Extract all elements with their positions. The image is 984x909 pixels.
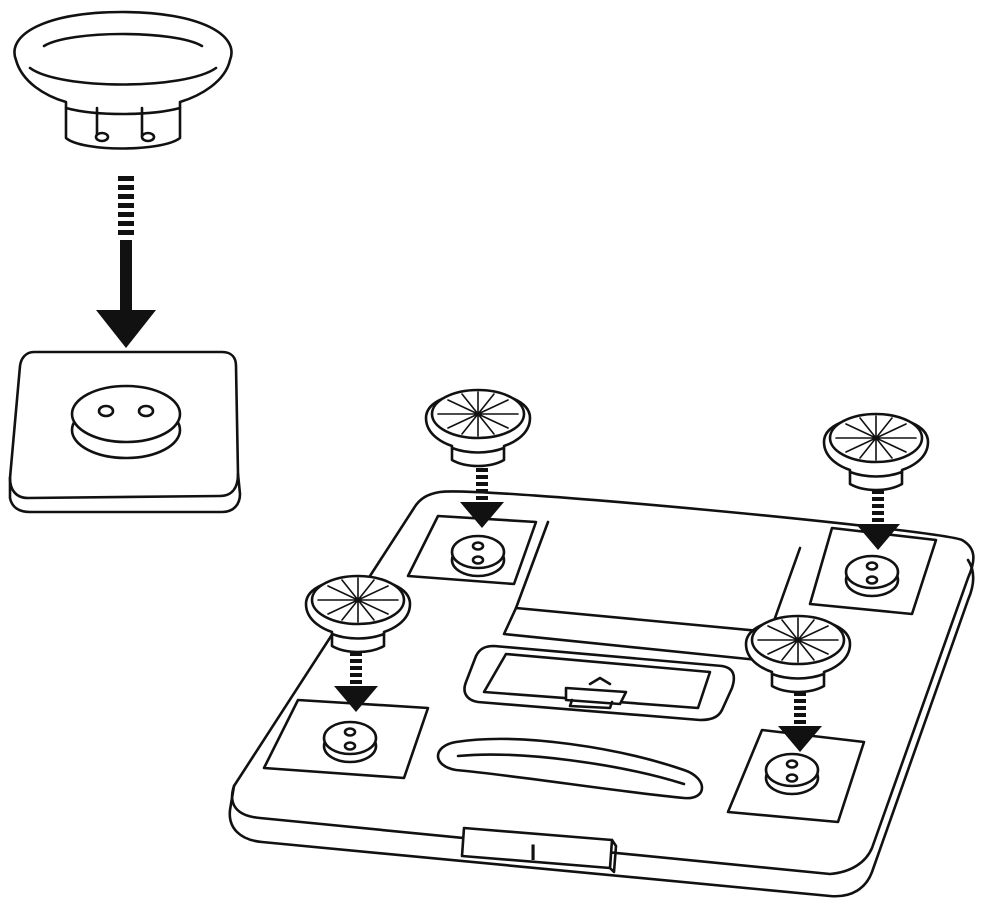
power-switch-label: I	[530, 840, 536, 865]
small-foot-top-right-icon	[822, 412, 930, 492]
socket-top-left	[450, 534, 506, 578]
small-foot-top-left-icon	[424, 388, 532, 468]
power-switch-icon: I	[460, 826, 618, 874]
battery-cover-icon	[463, 644, 736, 722]
large-rubber-foot-icon	[13, 10, 233, 150]
socket-bottom-right	[764, 752, 820, 796]
socket-bottom-left	[322, 720, 378, 764]
socket-top-right	[844, 554, 900, 598]
large-down-arrow-icon	[96, 176, 156, 348]
foot-socket-plate-icon	[8, 350, 242, 514]
